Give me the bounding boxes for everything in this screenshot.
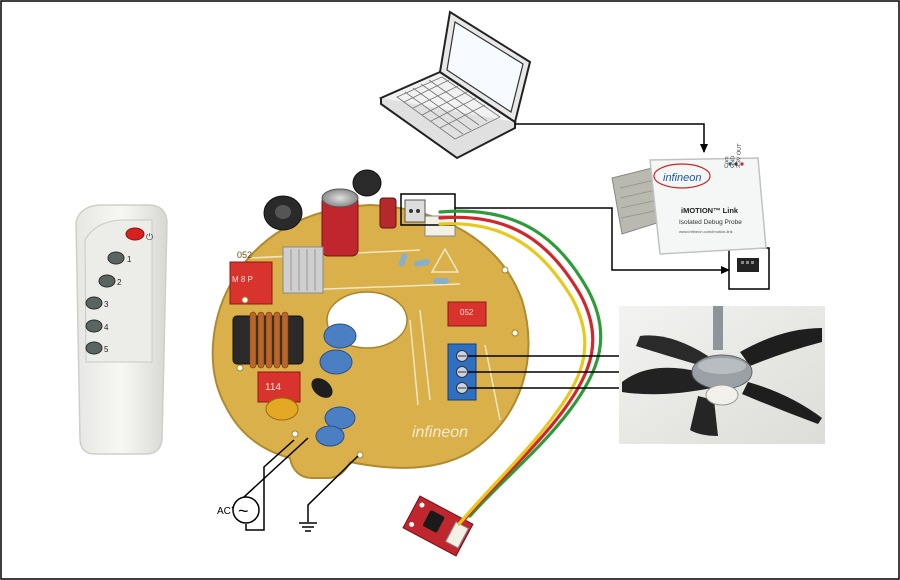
ir-sensor: [423, 510, 445, 533]
ir-receiver-board: [402, 495, 474, 557]
laptop-screen: [446, 21, 524, 113]
remote-button-5: 5: [85, 341, 109, 355]
board-part-label: 052: [237, 250, 252, 260]
probe-pin-label: GND: [730, 156, 736, 168]
board-x-capacitor-3: 114: [257, 371, 301, 403]
board-mounting-holes: [236, 266, 519, 459]
remote-button-label: 1: [127, 255, 132, 264]
board-part-label: M 8 P: [232, 275, 253, 284]
board-y-capacitor-4: [315, 425, 345, 447]
board-heatsink: [282, 246, 324, 294]
board-debug-header: [404, 199, 456, 237]
remote-button-label: 4: [104, 323, 109, 332]
board-y-capacitor-2: [319, 349, 353, 375]
fan-blade-right-low: [742, 382, 822, 424]
board-inductor-black-2: [352, 169, 382, 197]
remote-button-4: 4: [85, 319, 109, 333]
ir-cable: [438, 209, 603, 526]
probe-pin-label: Com: [724, 156, 730, 168]
probe-body: [649, 157, 767, 255]
fan-light: [705, 384, 739, 406]
board-electrolytic-capacitor: [321, 188, 359, 257]
laptop-to-probe-line: [515, 123, 708, 153]
probe-title: iMOTION™ Link: [681, 206, 739, 215]
earth-ground-icon: [299, 522, 317, 532]
remote-power-icon: ⏻: [146, 232, 153, 242]
probe-pin-labels: Com GND 3.3V OUT: [724, 143, 744, 168]
fan-blade-left: [622, 367, 712, 395]
probe-url: www.infineon.com/imotion-link: [679, 229, 733, 234]
board-x-capacitor-2: 052: [447, 301, 487, 327]
remote-button-label: 3: [104, 300, 109, 309]
ac-source-symbol: [232, 496, 260, 524]
earth-line: [307, 455, 359, 522]
ir-wire-green: [438, 209, 603, 518]
board-yellow-capacitor: [265, 397, 299, 421]
fan-blade-bottom: [690, 396, 718, 436]
board-resistors: [398, 253, 449, 284]
board-warning-symbol: [430, 247, 460, 273]
board-header-highlight: [400, 193, 456, 226]
laptop-keyboard: [396, 76, 501, 140]
ac-source: ~ AC: [217, 496, 260, 524]
board-logo: infineon: [412, 424, 468, 441]
remote-control: ⏻ 1 2 3 4 5: [75, 204, 168, 455]
control-board: 052 M 8 P 052 114: [211, 169, 530, 479]
board-part-label: 052: [460, 308, 474, 317]
probe-connector: [737, 258, 759, 272]
debug-probe: infineon Com GND 3.3V OUT iMOTION™ Link …: [611, 143, 767, 272]
remote-button-label: 5: [104, 345, 109, 354]
fan-blade-right: [740, 328, 822, 366]
probe-pin-label: 3.3V OUT: [736, 143, 743, 168]
remote-button-2: 2: [98, 274, 122, 288]
connection-lines: [231, 123, 730, 531]
board-small-capacitor: [379, 197, 397, 229]
probe-brand-logo: infineon: [653, 163, 711, 189]
fan-blade-left-top: [636, 335, 708, 366]
ac-wave-icon: ~: [238, 501, 249, 521]
remote-button-1: 1: [107, 251, 132, 265]
ac-label: AC: [217, 506, 231, 517]
ir-wire-red: [438, 215, 595, 522]
remote-button-label: 2: [117, 278, 122, 287]
probe-subtitle: Isolated Debug Probe: [679, 219, 742, 226]
board-x-capacitor-1: 052 M 8 P: [229, 250, 273, 305]
remote-button-3: 3: [85, 296, 109, 310]
board-part-label: 114: [265, 382, 281, 393]
ir-wire-yellow: [438, 222, 587, 526]
board-varistor: [311, 378, 333, 398]
ac-neutral-line: [245, 439, 295, 531]
board-common-mode-choke: [232, 311, 304, 369]
laptop-base-edge: [380, 98, 516, 160]
probe-brand: infineon: [663, 172, 702, 184]
header-to-probe-line: [455, 207, 730, 274]
laptop: [378, 10, 532, 160]
board-y-capacitor-1: [323, 323, 357, 349]
remote-power-button: [125, 227, 145, 241]
ceiling-fan: [619, 306, 825, 444]
